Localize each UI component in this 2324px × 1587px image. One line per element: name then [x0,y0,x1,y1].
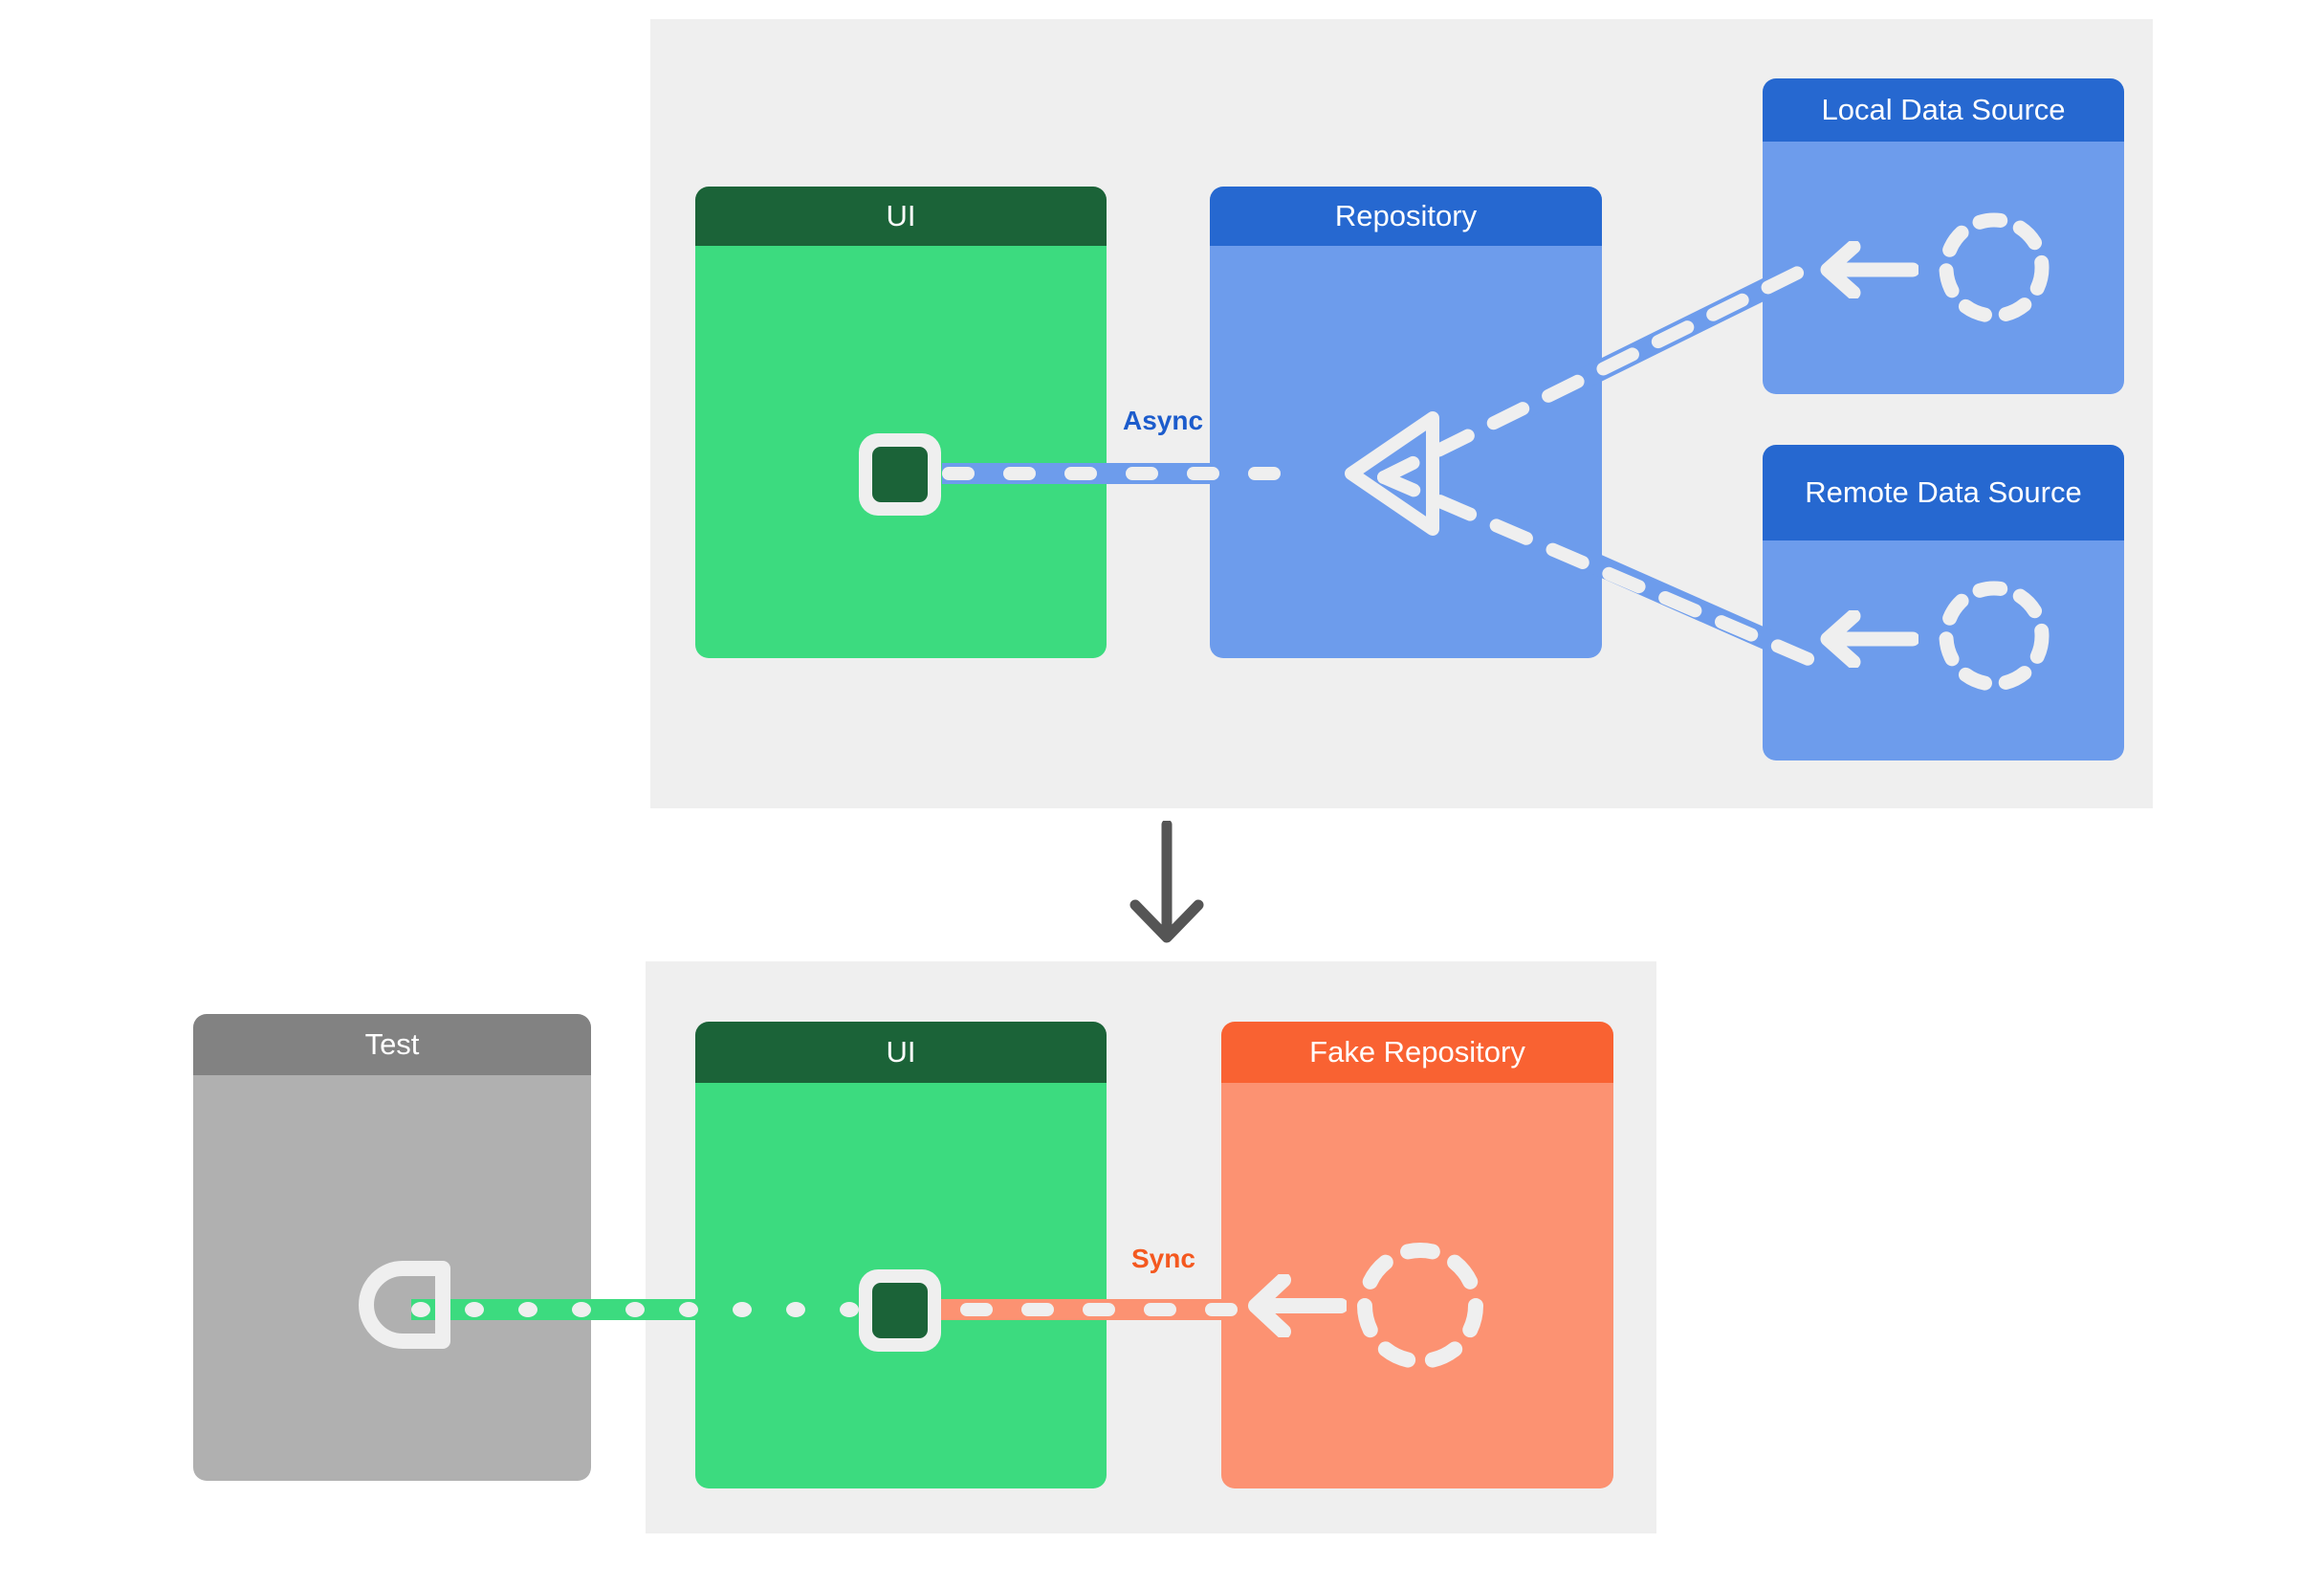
card-ui-test[interactable]: UI [695,1022,1107,1488]
connector-label-async: Async [1123,406,1204,435]
connector-test-to-ui [411,1299,902,1320]
card-title-ui-production: UI [695,187,1107,246]
card-title-local-data-source: Local Data Source [1763,78,2124,142]
arrow-left-icon [1820,610,1918,668]
arrow-left-icon [1820,241,1918,298]
connector-async [942,463,1344,484]
plug-square-icon [859,433,941,516]
socket-icon [359,1261,450,1349]
card-title-repository: Repository [1210,187,1602,246]
card-ui-production[interactable]: UI [695,187,1107,658]
card-title-ui-test: UI [695,1022,1107,1083]
card-test[interactable]: Test [193,1014,591,1481]
connector-label-sync: Sync [1131,1244,1195,1273]
arrow-left-icon [1248,1274,1347,1337]
connector-sync [899,1299,1282,1320]
connector-test-dots [411,1299,902,1320]
connector-sync-dashes [899,1299,1282,1320]
dashed-circle-icon [1939,212,2050,323]
interface-triangle-icon [1345,411,1439,536]
arrow-down-icon [1129,821,1204,943]
dashed-circle-icon [1357,1243,1483,1369]
plug-square-icon [859,1269,941,1352]
card-title-remote-data-source: Remote Data Source [1763,445,2124,540]
dashed-circle-icon [1939,581,2050,692]
card-title-fake-repository: Fake Repository [1221,1022,1613,1083]
card-title-test: Test [193,1014,591,1075]
card-body-test [193,1075,591,1481]
connector-async-dashes [942,463,1344,484]
